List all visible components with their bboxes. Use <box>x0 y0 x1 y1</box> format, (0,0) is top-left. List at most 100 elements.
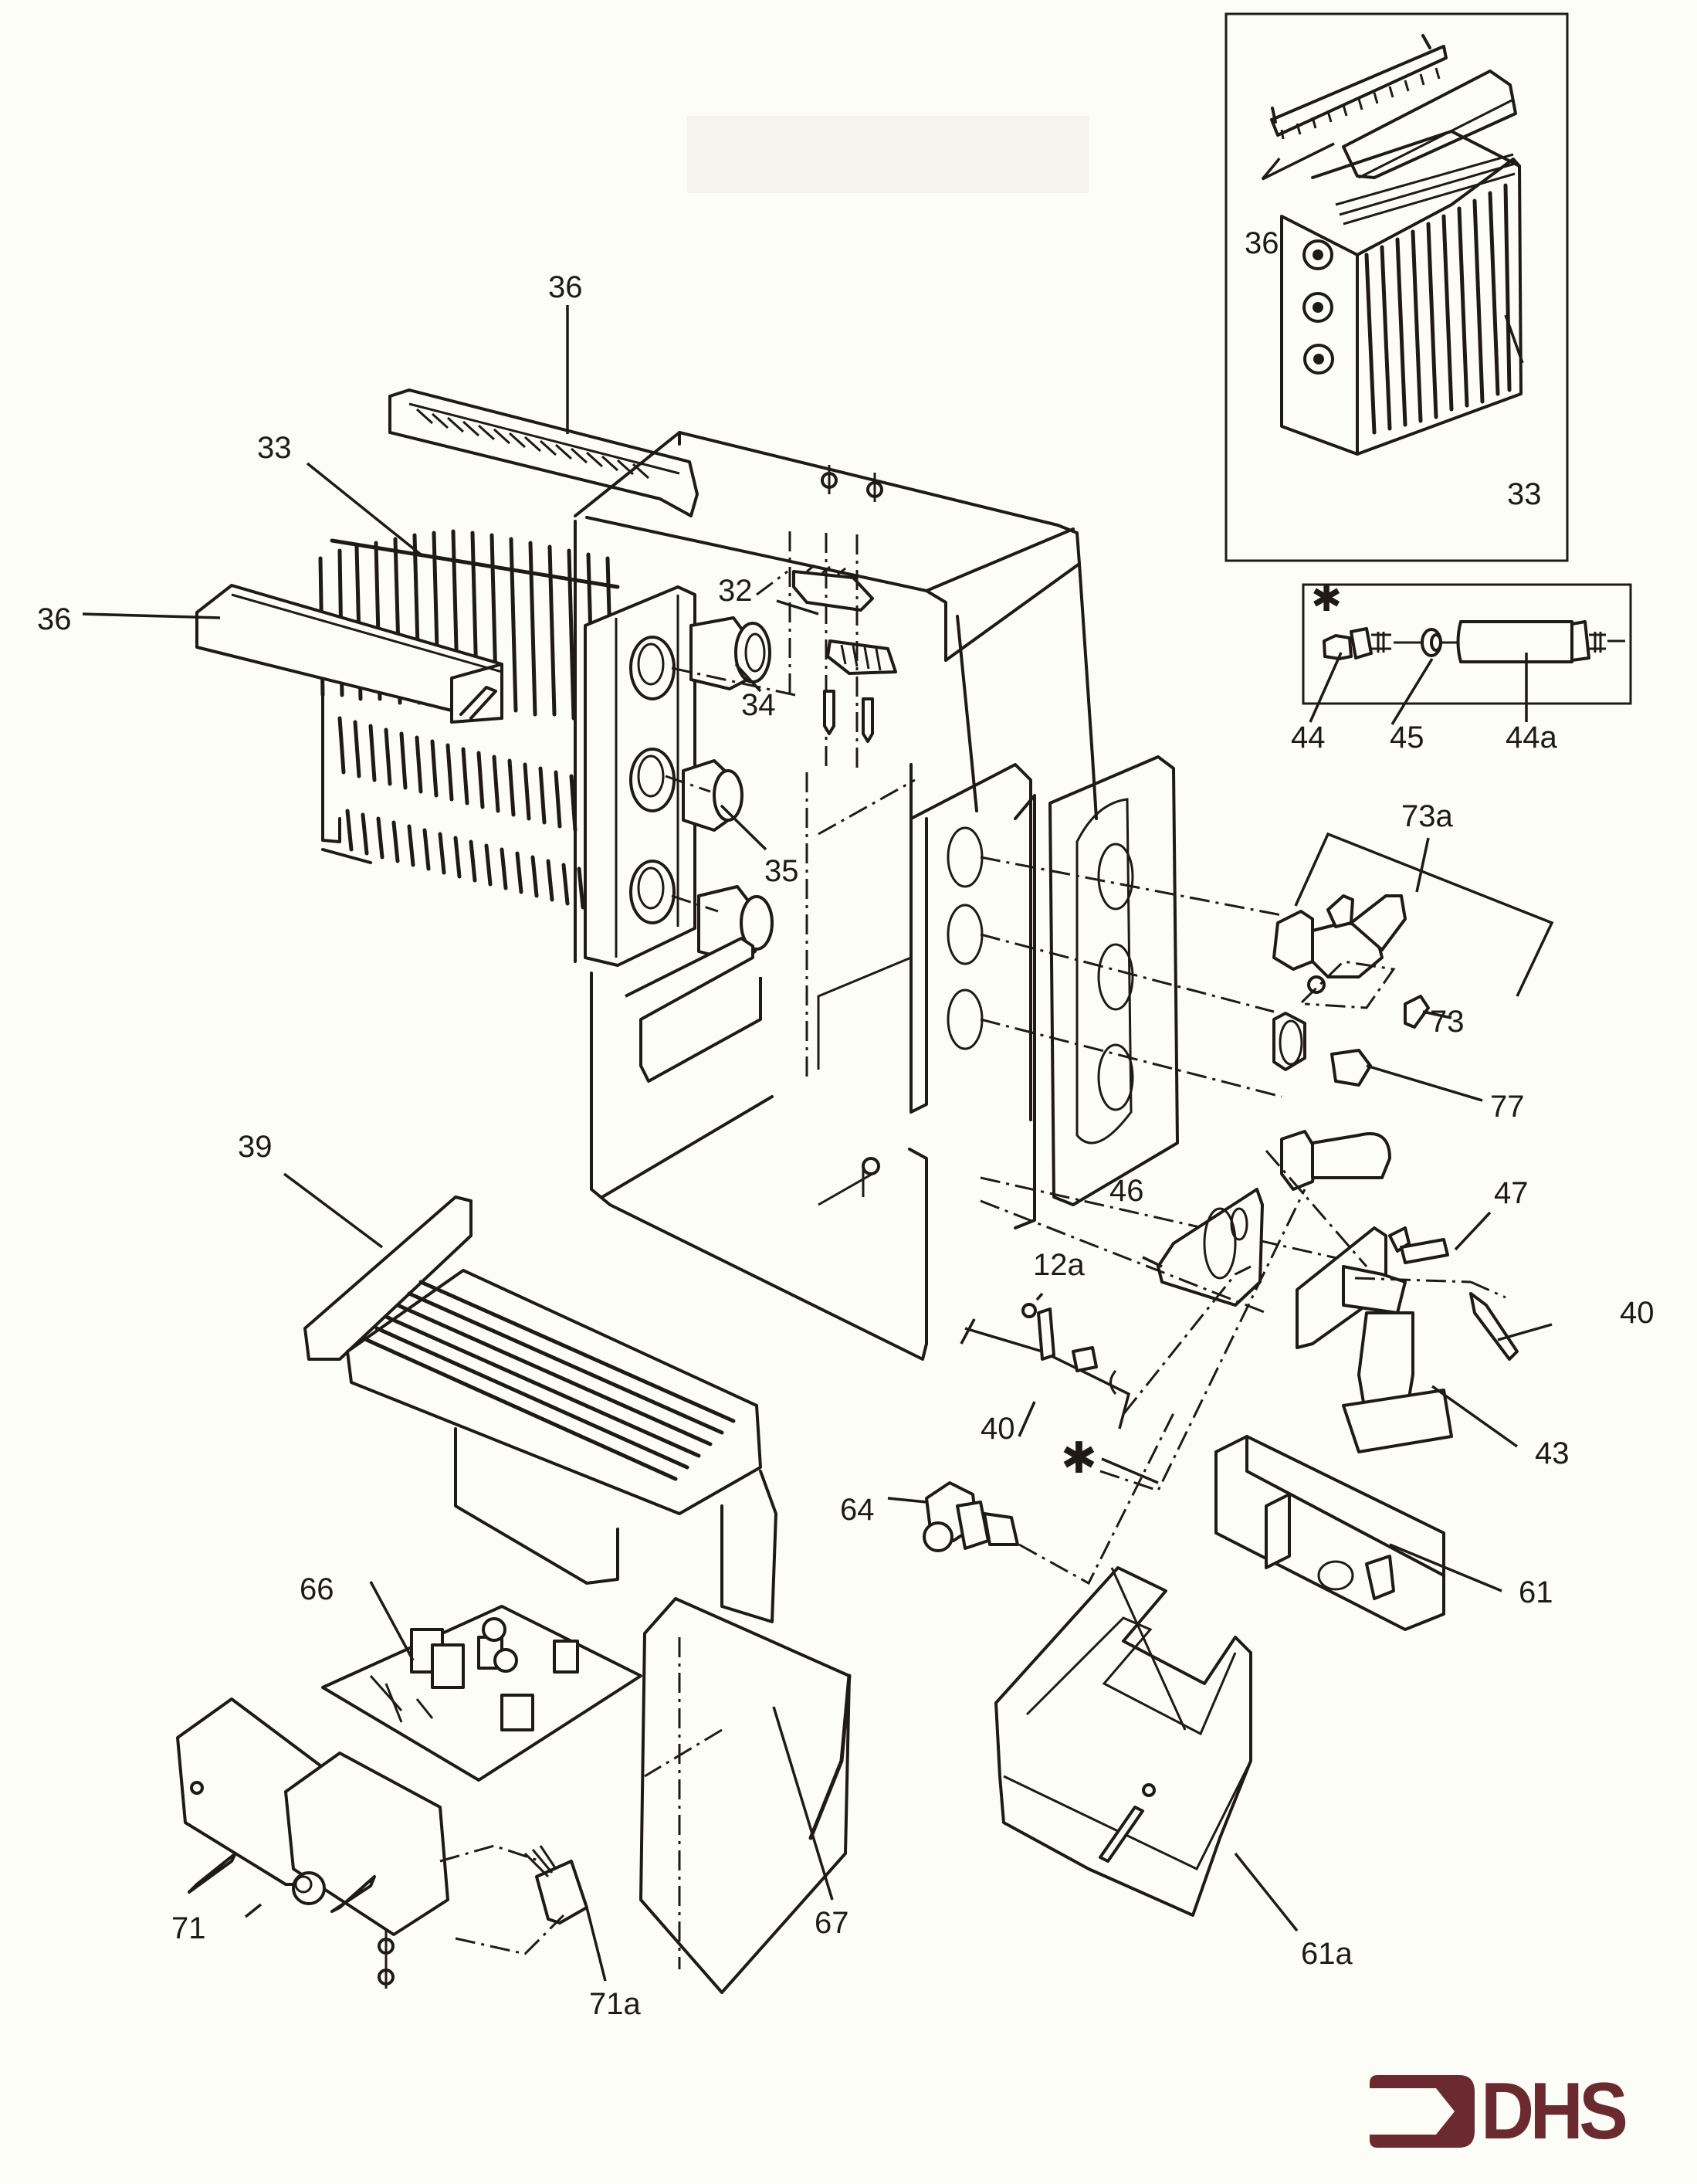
leader-12a <box>1035 1292 1044 1301</box>
control-box <box>176 1697 607 1989</box>
cover-screw <box>1099 1806 1144 1863</box>
leader-73 <box>1422 1010 1452 1019</box>
outlet-port-2 <box>629 748 676 812</box>
control-board-66 <box>321 1581 642 1782</box>
callout-35: 35 <box>764 854 799 888</box>
inset-callout-33: 33 <box>1507 477 1542 511</box>
callout-64: 64 <box>840 1493 875 1527</box>
baffle-front <box>195 584 503 724</box>
flow-sensor-73 <box>1404 995 1430 1029</box>
combustion-gasket <box>1048 755 1179 1206</box>
arrow-bracket-icon <box>1370 2075 1475 2148</box>
gas-inlet-64 <box>887 1412 1175 1585</box>
flow-valve-assembly <box>1272 832 1554 1191</box>
thermostat-71a <box>535 1860 588 1925</box>
inset-callout-44: 44 <box>1291 721 1326 755</box>
mounting-rail <box>625 937 762 1083</box>
inset-leader-36 <box>1261 142 1335 181</box>
leader-33 <box>306 462 422 556</box>
leader-34 <box>734 663 762 693</box>
leader-star <box>1101 1457 1159 1484</box>
leader-46 <box>1142 1256 1163 1268</box>
fittings <box>665 616 796 963</box>
inset-angle-baffle <box>1342 70 1517 179</box>
callout-12a: 12a <box>1033 1248 1085 1282</box>
baffle-top <box>388 388 699 517</box>
temp-sensor-77 <box>1330 1049 1372 1087</box>
callout-36-top: 36 <box>548 270 583 304</box>
screw-12a <box>1021 1303 1037 1318</box>
leader-39 <box>283 1172 384 1249</box>
callout-73: 73 <box>1430 1005 1465 1039</box>
elbow-nut <box>1280 1130 1318 1191</box>
burner-assembly <box>980 1150 1553 1453</box>
callout-40-electrode: 40 <box>1620 1296 1655 1330</box>
outlet-port-1 <box>629 636 676 700</box>
inset-exchanger-body <box>1280 130 1523 456</box>
inset-comb-baffle <box>1270 34 1448 140</box>
leader-44 <box>1309 652 1343 723</box>
terminal-block-32 <box>792 570 874 612</box>
scan-bleed-through <box>687 116 1089 193</box>
callout-71a: 71a <box>589 1987 641 2021</box>
pilot-burner-kit <box>960 1189 1306 1492</box>
callout-61a: 61a <box>1301 1937 1353 1971</box>
outlet-port-3 <box>629 860 676 924</box>
leader-67 <box>772 1706 834 1901</box>
inset-star: ✱ <box>1311 578 1343 619</box>
leader-61a <box>1234 1852 1299 1932</box>
leader-77 <box>1366 1064 1483 1102</box>
callout-39: 39 <box>238 1130 273 1164</box>
leader-40-electrode <box>1497 1323 1553 1341</box>
enclosure-67 <box>639 1597 852 1994</box>
callout-43: 43 <box>1535 1436 1570 1470</box>
electrode-40 <box>1469 1292 1519 1361</box>
callout-46: 46 <box>1109 1174 1144 1208</box>
leader-43 <box>1431 1385 1519 1448</box>
gasket-46 <box>1157 1188 1264 1307</box>
pilot-nozzle <box>1323 634 1353 660</box>
leader-71a <box>585 1907 607 1982</box>
leader-47 <box>1454 1211 1492 1251</box>
gas-valve-61 <box>1214 1435 1502 1631</box>
inset-pilot-assembly <box>1302 583 1632 725</box>
leader-45 <box>1390 658 1434 725</box>
terminal-strip <box>826 639 897 675</box>
inset-pilot-frame <box>1302 583 1632 705</box>
housing <box>574 431 1375 1361</box>
callout-36-left: 36 <box>37 602 72 636</box>
dhs-logo: DHS <box>1368 2071 1637 2152</box>
logo-text: DHS <box>1481 2067 1628 2156</box>
inset-leader-33 <box>1504 314 1524 364</box>
leader-40-kit <box>1018 1401 1036 1437</box>
bracket-pilot-kit <box>960 1318 1131 1429</box>
callout-73a: 73a <box>1401 799 1453 833</box>
callout-77: 77 <box>1490 1090 1525 1124</box>
callout-34: 34 <box>741 688 776 722</box>
leader-35 <box>720 804 767 851</box>
leader-64 <box>887 1497 927 1504</box>
callout-32: 32 <box>718 574 753 608</box>
callout-67: 67 <box>815 1906 849 1940</box>
leader-61 <box>1389 1543 1502 1592</box>
heat-exchanger-main <box>195 388 699 967</box>
elbow-pipe <box>1311 1132 1391 1179</box>
callout-40-kit: 40 <box>981 1412 1015 1446</box>
callout-star-kit: ✱ <box>1061 1433 1097 1482</box>
valve-nut <box>1272 910 1314 971</box>
callout-47: 47 <box>1494 1176 1529 1210</box>
leader-71 <box>244 1903 263 1918</box>
burner-39 <box>283 1172 777 1623</box>
inset-callout-45: 45 <box>1390 721 1424 755</box>
leader-32 <box>776 599 819 616</box>
callout-61: 61 <box>1519 1575 1553 1609</box>
inset-heat-exchanger <box>1224 12 1569 562</box>
inset-callout-44a: 44a <box>1506 721 1557 755</box>
gas-valve-cover-61a <box>994 1566 1299 1932</box>
leader-36-left <box>82 612 221 619</box>
callout-71: 71 <box>171 1911 206 1945</box>
pilot-tube <box>1456 620 1573 663</box>
inset-callout-36: 36 <box>1245 226 1279 260</box>
bracket-73a <box>1294 832 1554 997</box>
